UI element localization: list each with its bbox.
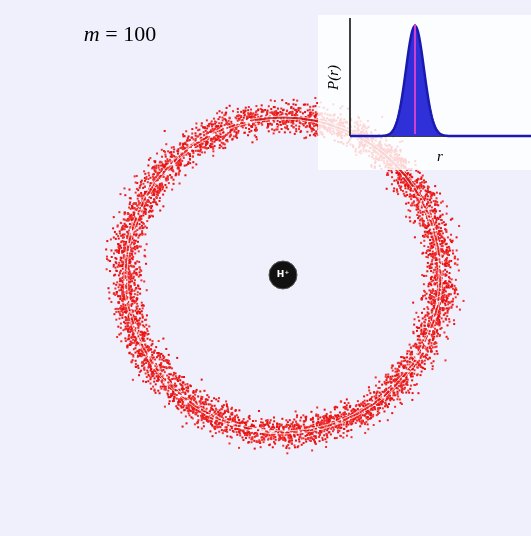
axis-label: r — [437, 149, 443, 164]
mean-line — [414, 24, 416, 134]
inset-panel — [318, 15, 531, 170]
distribution-curve — [350, 26, 531, 136]
nucleus-label: H⁺ — [277, 270, 289, 279]
axis-label: P(r) — [326, 65, 341, 90]
parameter-label: m = 100 — [84, 23, 156, 45]
nucleus-circle: H⁺ — [268, 260, 298, 290]
distribution-fill — [350, 26, 531, 136]
y-axis — [349, 18, 351, 136]
